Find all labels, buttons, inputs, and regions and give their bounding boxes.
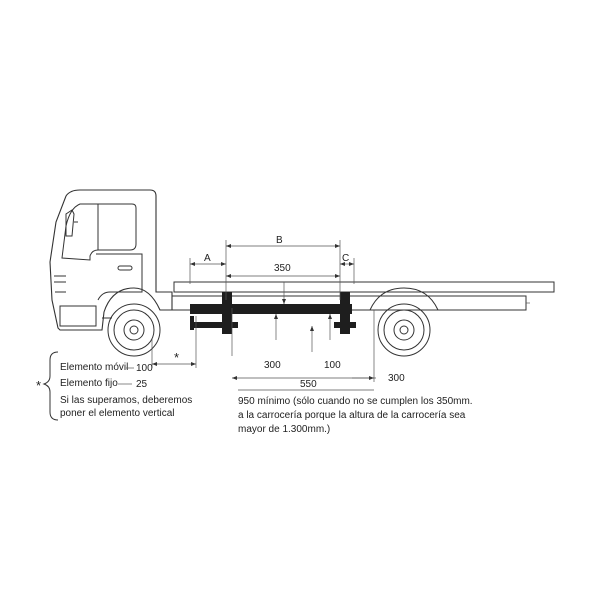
main-note: 950 mínimo (sólo cuando no se cumplen lo… (238, 396, 473, 435)
legend-fixed-label: Elemento fijo (60, 378, 118, 389)
truck-cab (49, 189, 173, 331)
rear-wheel (369, 287, 439, 357)
main-note-line1: 950 mínimo (sólo cuando no se cumplen lo… (238, 396, 473, 407)
legend-note-line2: poner el elemento vertical (60, 408, 175, 419)
front-wheel (107, 303, 161, 357)
dim-100-label: 100 (324, 360, 341, 371)
subframe (190, 292, 356, 334)
arrowheads (152, 244, 374, 380)
dim-asterisk-label: * (174, 350, 179, 365)
dim-c-label: C (342, 253, 349, 264)
legend-note-line1: Si las superamos, deberemos (60, 395, 192, 406)
dim-300-right-label: 300 (388, 373, 405, 384)
dim-550-label: 550 (300, 379, 317, 390)
legend-movable-label: Elemento móvil (60, 362, 128, 373)
main-note-line2: a la carrocería porque la altura de la c… (238, 410, 466, 421)
dim-a-label: A (204, 253, 211, 264)
legend-movable-value: 100 (136, 363, 153, 374)
dim-300-left-label: 300 (264, 360, 281, 371)
dim-b-label: B (276, 235, 283, 246)
legend-fixed-value: 25 (136, 379, 148, 390)
legend-asterisk: * (36, 378, 41, 393)
main-note-line3: mayor de 1.300mm.) (238, 424, 330, 435)
legend-brace (42, 351, 59, 421)
dim-350-label: 350 (274, 263, 291, 274)
legend: * Elemento móvil 100 Elemento fijo 25 Si… (36, 351, 192, 421)
